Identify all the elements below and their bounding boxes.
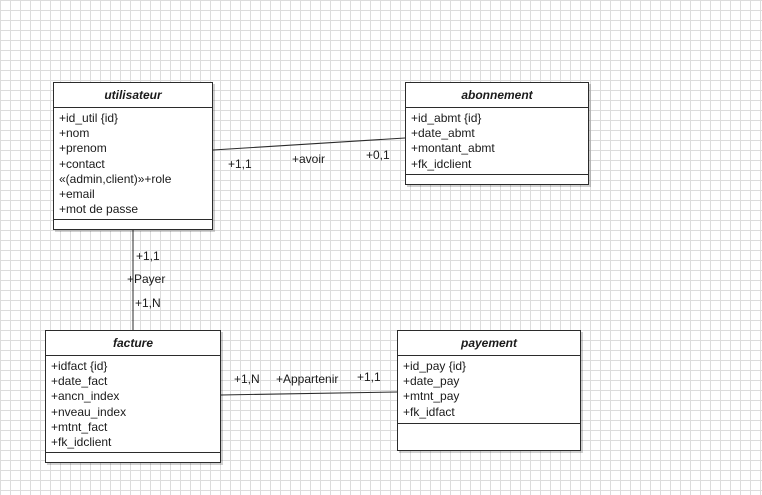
attribute: +date_pay bbox=[403, 374, 460, 389]
operations-separator bbox=[398, 423, 580, 424]
attribute: +mtnt_pay bbox=[403, 389, 460, 404]
attribute: +id_abmt {id} bbox=[411, 111, 482, 125]
attribute: +ancn_index bbox=[51, 389, 120, 404]
operations-separator bbox=[46, 452, 220, 453]
attribute: «(admin,client)»+role bbox=[59, 171, 172, 186]
class-utilisateur-attributes: +id_util {id} +nom +prenom +contact «(ad… bbox=[54, 108, 212, 220]
multiplicity-label: +1,N bbox=[234, 372, 260, 386]
association-name-label: +Payer bbox=[127, 272, 166, 286]
attribute: +contact bbox=[59, 156, 105, 171]
class-facture-name: facture bbox=[46, 331, 220, 356]
multiplicity-label: +1,1 bbox=[228, 157, 252, 171]
attribute: +email bbox=[59, 187, 95, 202]
class-abonnement[interactable]: abonnement +id_abmt {id} +date_abmt +mon… bbox=[405, 82, 589, 185]
multiplicity-label: +1,1 bbox=[136, 249, 160, 263]
class-payement-attributes: +id_pay {id} +date_pay +mtnt_pay +fk_idf… bbox=[398, 356, 580, 423]
attribute: +id_pay {id} bbox=[403, 359, 467, 373]
multiplicity-label: +0,1 bbox=[366, 148, 390, 162]
multiplicity-label: +1,N bbox=[135, 296, 161, 310]
class-utilisateur-name: utilisateur bbox=[54, 83, 212, 108]
class-facture-attributes: +idfact {id} +date_fact +ancn_index +nve… bbox=[46, 356, 220, 453]
attribute: +prenom bbox=[59, 141, 107, 156]
attribute: +nveau_index bbox=[51, 404, 127, 419]
attribute: +mot de passe bbox=[59, 202, 139, 217]
attribute: +date_fact bbox=[51, 374, 108, 389]
class-abonnement-attributes: +id_abmt {id} +date_abmt +montant_abmt +… bbox=[406, 108, 588, 175]
attribute: +mtnt_fact bbox=[51, 419, 108, 434]
operations-separator bbox=[54, 219, 212, 220]
association-name-label: +avoir bbox=[292, 152, 326, 166]
attribute: +montant_abmt bbox=[411, 141, 495, 156]
multiplicity-label: +1,1 bbox=[357, 370, 381, 384]
class-payement[interactable]: payement +id_pay {id} +date_pay +mtnt_pa… bbox=[397, 330, 581, 451]
attribute: +date_abmt bbox=[411, 126, 475, 141]
attribute: +idfact {id} bbox=[51, 359, 108, 373]
association-line-avoir[interactable] bbox=[212, 137, 406, 151]
operations-separator bbox=[406, 174, 588, 175]
attribute: +fk_idfact bbox=[403, 404, 455, 419]
class-utilisateur[interactable]: utilisateur +id_util {id} +nom +prenom +… bbox=[53, 82, 213, 230]
association-name-label: +Appartenir bbox=[276, 372, 339, 386]
attribute: +id_util {id} bbox=[59, 111, 119, 125]
association-line-appartenir[interactable] bbox=[220, 391, 398, 396]
attribute: +fk_idclient bbox=[51, 435, 112, 450]
class-facture[interactable]: facture +idfact {id} +date_fact +ancn_in… bbox=[45, 330, 221, 463]
attribute: +fk_idclient bbox=[411, 156, 472, 171]
class-abonnement-name: abonnement bbox=[406, 83, 588, 108]
attribute: +nom bbox=[59, 126, 90, 141]
class-payement-name: payement bbox=[398, 331, 580, 356]
